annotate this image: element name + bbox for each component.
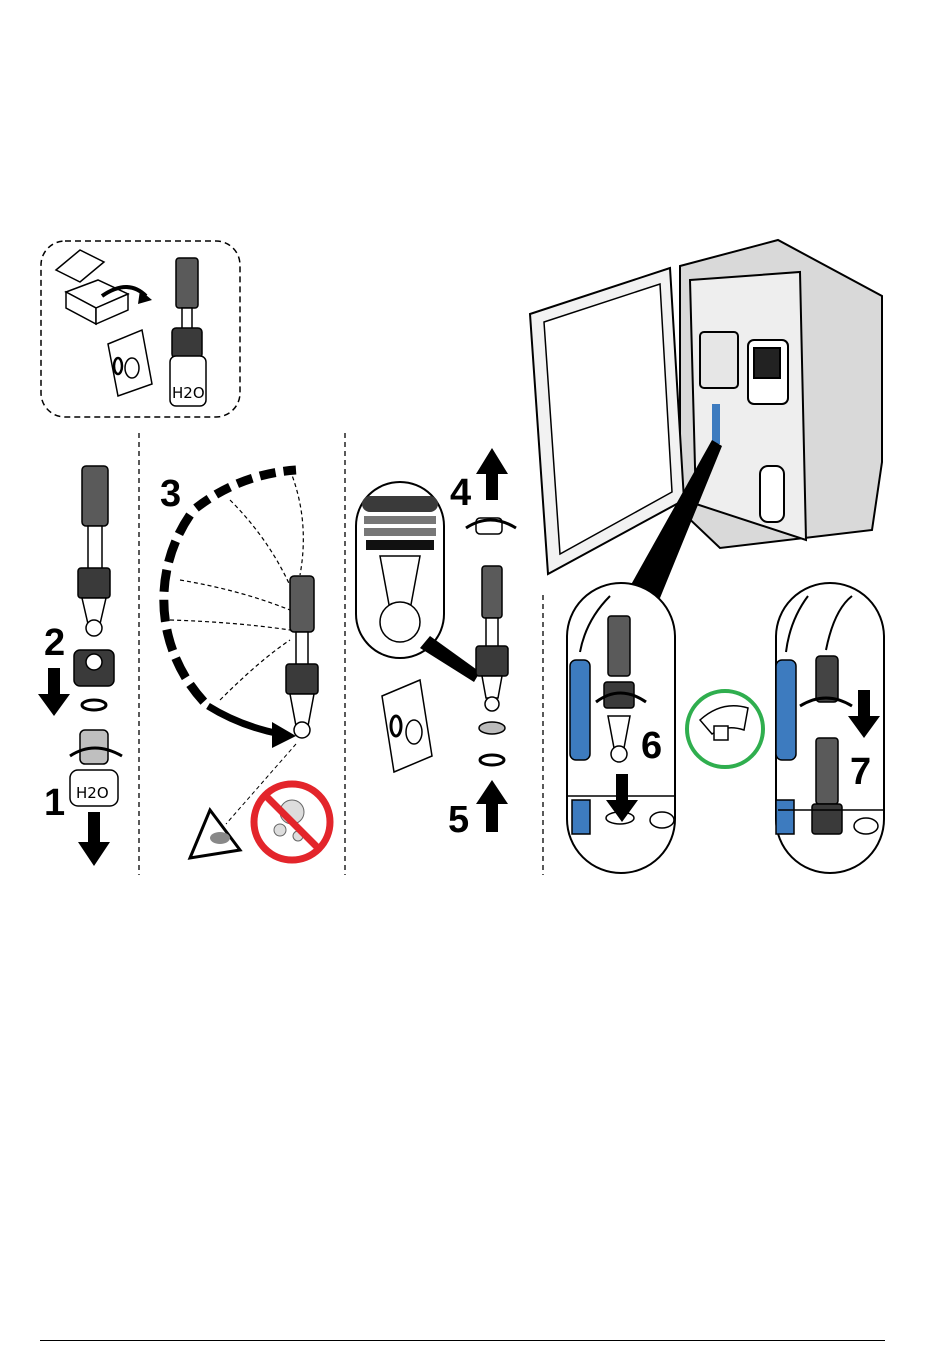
step-1-number: 1 xyxy=(44,782,65,824)
no-bubbles-icon xyxy=(254,784,330,860)
step-2-number: 2 xyxy=(44,622,65,664)
footer-rule xyxy=(40,1340,885,1341)
probe-install-panel-7 xyxy=(776,583,884,873)
analyzer-enclosure xyxy=(530,240,882,598)
probe-step-3 xyxy=(164,470,330,860)
arrow-up-icon xyxy=(476,448,508,500)
probe-step-1-2 xyxy=(70,466,118,806)
step-3-number: 3 xyxy=(160,473,181,515)
probe-step-4-5 xyxy=(356,448,516,832)
arrow-down-icon xyxy=(38,668,70,716)
h2o-label-step1: H2O xyxy=(76,784,109,802)
sachet-icon xyxy=(108,330,152,396)
arrow-up-icon xyxy=(476,780,508,832)
step-4-number: 4 xyxy=(450,472,471,514)
arrow-down-icon xyxy=(78,812,110,866)
hand-tighten-icon xyxy=(687,691,763,767)
h2o-label-top: H2O xyxy=(172,384,205,402)
sachet-icon xyxy=(382,680,432,772)
eye-icon xyxy=(190,810,240,858)
step-5-number: 5 xyxy=(448,799,469,841)
step-7-number: 7 xyxy=(850,751,871,793)
step-6-number: 6 xyxy=(641,725,662,767)
unpack-inset: H2O xyxy=(41,241,240,417)
